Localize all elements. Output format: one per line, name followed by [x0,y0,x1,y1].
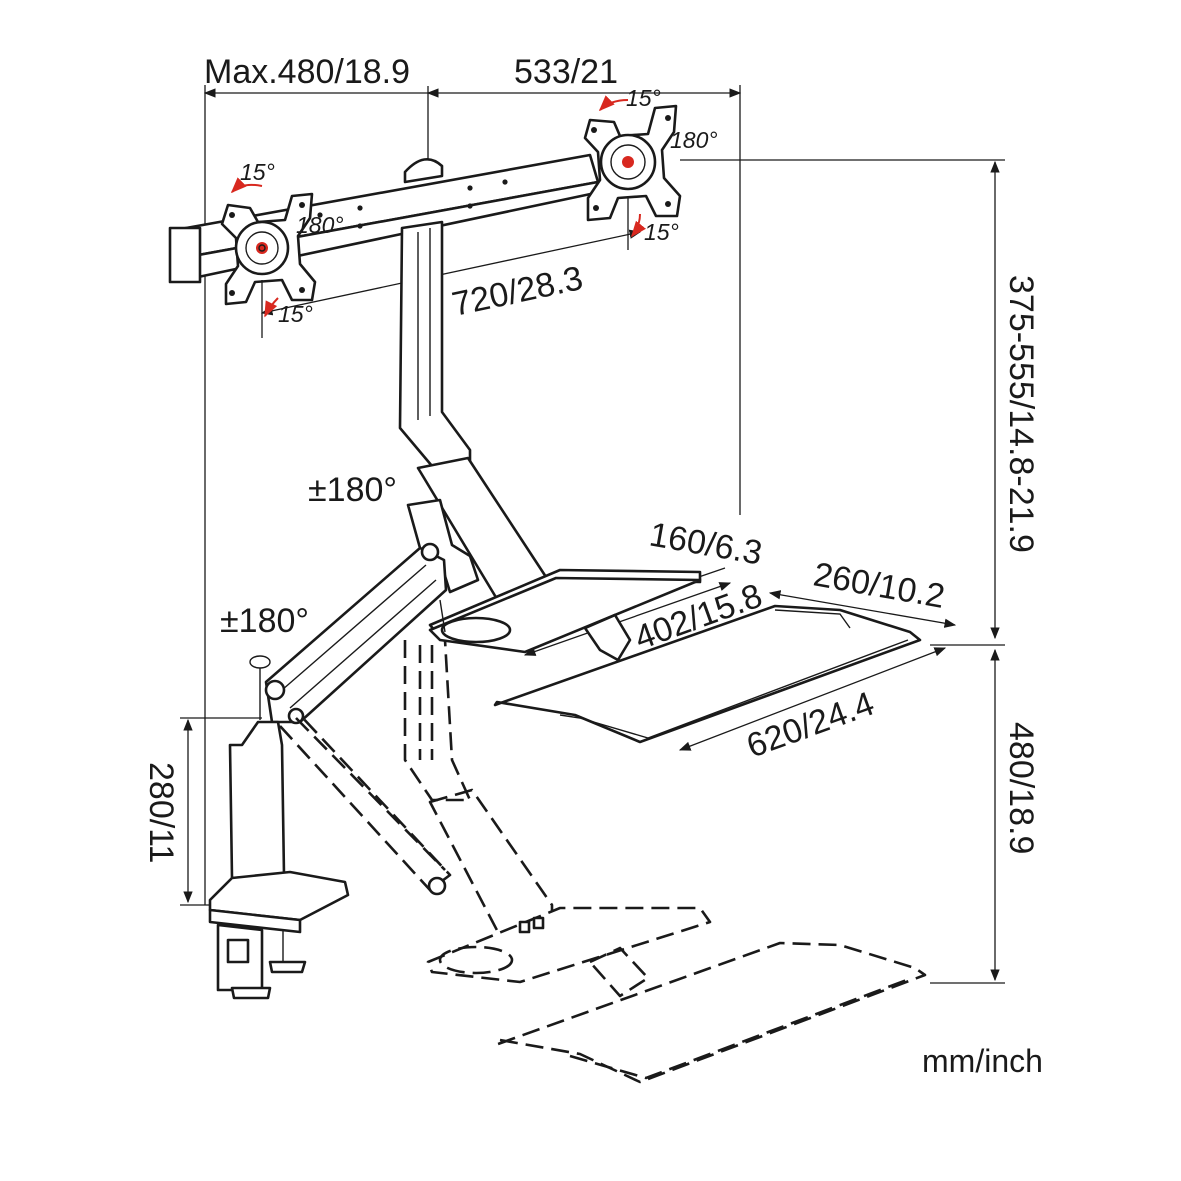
height-range-label: 375-555/14.8-21.9 [1002,275,1040,553]
tray-hinge [583,613,632,662]
lowered-position-outline [279,639,927,1084]
rotation-arrows [230,95,646,318]
clamp-foot [230,986,272,1000]
tray-depth-label: 160/6.3 [647,515,765,572]
unit-label: mm/inch [922,1043,1043,1079]
left-vesa-plate [220,192,317,306]
keyboard-depth-line [768,590,957,628]
angle-guides [261,196,629,338]
left-rotate-label: 180° [296,212,344,238]
right-tilt-down-label: 15° [644,219,679,245]
base-column [228,720,286,880]
bar-half-width-label: 533/21 [514,53,618,91]
right-vesa-plate [583,104,682,222]
right-rotate-label: 180° [670,127,718,153]
keyboard-width-line [678,647,947,751]
dimension-lines [180,85,1005,984]
pole-upper [398,220,472,468]
bar-holes [317,179,508,229]
cup-holder [440,616,512,644]
angle-labels: 15° 180° 15° 15° 180° 15° ±180° ±180° [220,85,718,640]
base-height-label: 280/11 [142,762,180,863]
lower-swivel-label: ±180° [220,602,309,640]
tray-width-line [523,582,732,656]
bar-center-clamp [403,158,444,184]
desk-clamp-base [208,655,350,1000]
left-tilt-up-label: 15° [240,159,275,185]
upper-swivel-label: ±180° [308,471,397,509]
cross-bar-end-cap [168,226,202,284]
arm-extension-label: Max.480/18.9 [204,53,410,91]
left-tilt-down-label: 15° [278,301,313,327]
base-plate [208,870,350,922]
keyboard-tray [493,604,922,744]
lowered-height-label: 480/18.9 [1002,722,1040,854]
bar-length-line [260,229,642,316]
keyboard-depth-label: 260/10.2 [811,555,948,615]
upper-trays [428,568,922,744]
right-tilt-up-label: 15° [626,85,661,111]
